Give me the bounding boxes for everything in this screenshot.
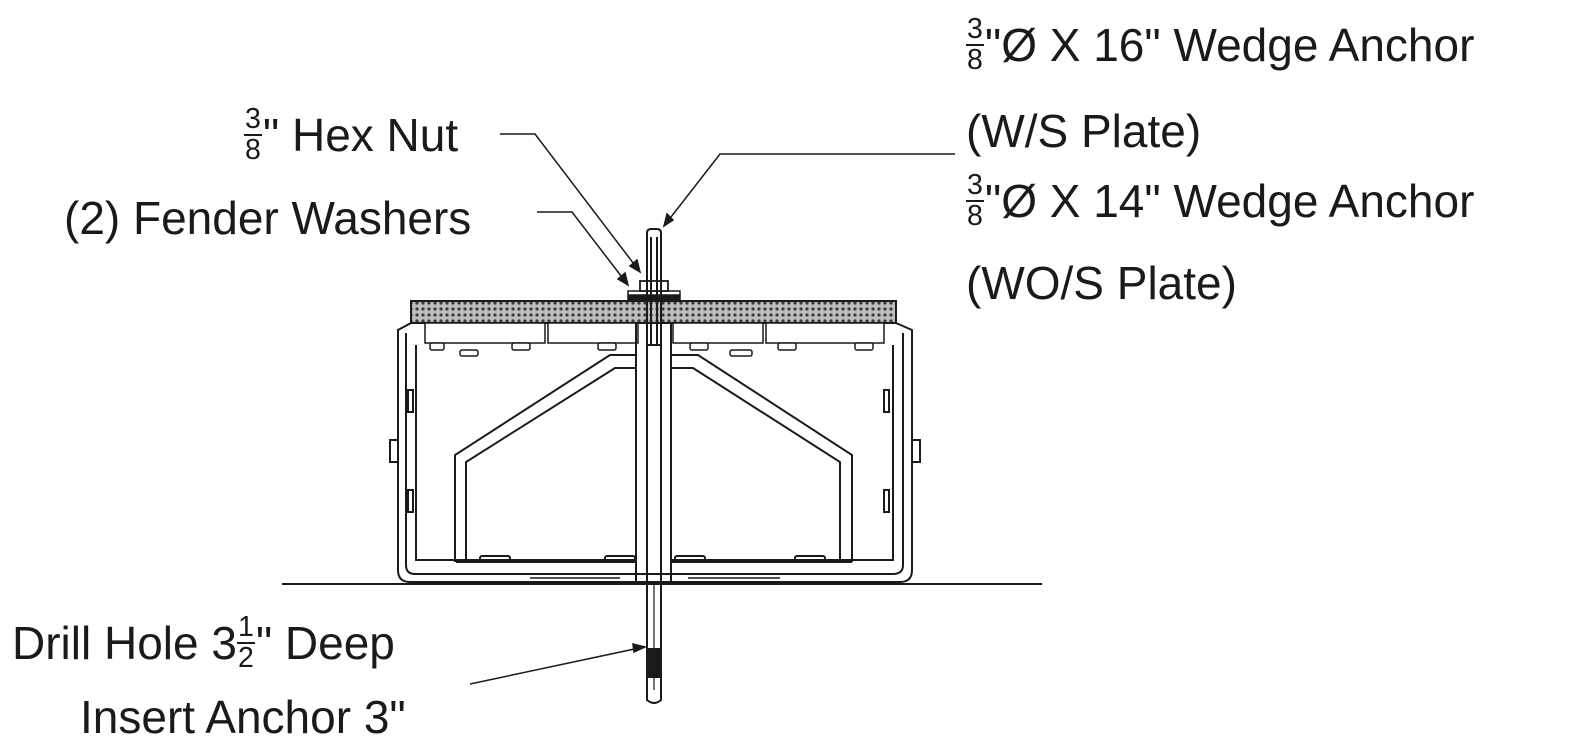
label-fender-washers: (2) Fender Washers xyxy=(64,191,472,244)
plate-tabs xyxy=(424,322,885,357)
fender-washers xyxy=(627,290,681,301)
leader-wedge-anchor xyxy=(662,153,955,228)
center-channel xyxy=(635,323,672,584)
label-drill-hole: Drill Hole 3 1 2 " Deep xyxy=(12,611,395,675)
leader-hex-nut xyxy=(500,133,642,274)
label-insert-anchor: Insert Anchor 3" xyxy=(80,690,406,743)
wedge-anchor-rod xyxy=(646,228,662,704)
leader-fender-washers xyxy=(537,211,630,287)
label-anchor-wos-sub: (WO/S Plate) xyxy=(966,256,1237,309)
label-anchor-ws-sub: (W/S Plate) xyxy=(966,104,1202,157)
hex-nut xyxy=(639,280,669,292)
bracket-right xyxy=(672,354,853,563)
fraction: 3 8 xyxy=(244,103,262,167)
label-hex-nut: 3 8 " Hex Nut xyxy=(244,103,459,167)
bracket-left xyxy=(454,354,636,563)
fraction: 3 8 xyxy=(966,13,984,77)
label-anchor-wos: 3 8 "Ø X 14" Wedge Anchor xyxy=(966,169,1475,233)
fraction: 3 8 xyxy=(966,169,984,233)
fraction: 1 2 xyxy=(236,611,255,675)
grating-plate xyxy=(410,300,897,324)
label-anchor-ws: 3 8 "Ø X 16" Wedge Anchor xyxy=(966,13,1475,77)
box-body xyxy=(389,322,921,583)
leader-drill-hole xyxy=(469,643,648,685)
